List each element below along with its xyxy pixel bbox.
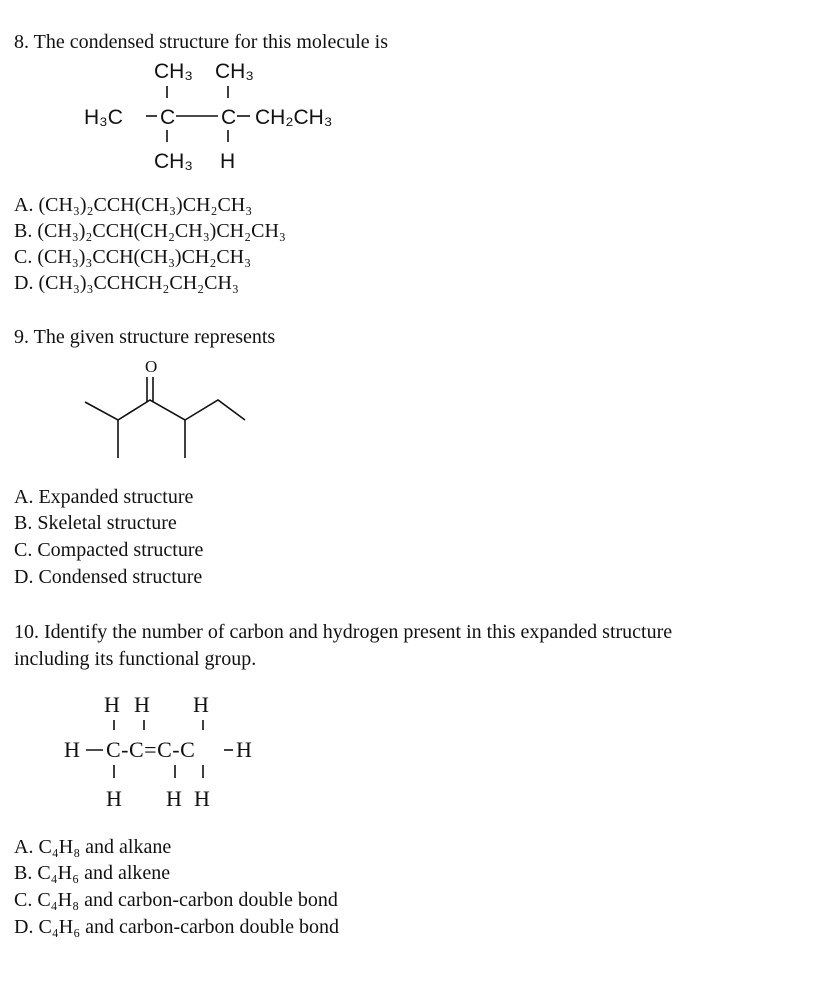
q8-option-a: A. (CH₃)₂CCH(CH₃)CH₂CH₃ (14, 194, 253, 216)
q10-h: H (134, 692, 150, 717)
question-10-prompt-line1: 10. Identify the number of carbon and hy… (14, 621, 673, 643)
q10-option-c: C. C₄H₈ and carbon-carbon double bond (14, 889, 338, 911)
q8-top-ch3-2: CH₃ (215, 60, 254, 83)
q10-option-d: D. C₄H₆ and carbon-carbon double bond (14, 916, 339, 938)
q10-h: H (104, 692, 120, 717)
q10-h-right: H (236, 737, 252, 762)
q8-carbon-2: C (221, 106, 236, 129)
q9-skeletal-formula: O (84, 357, 246, 458)
q8-bottom-ch3: CH₃ (154, 150, 193, 173)
q9-oxygen: O (145, 357, 157, 376)
q10-h: H (194, 786, 210, 811)
q9-option-b: B. Skeletal structure (14, 512, 177, 534)
q8-option-c: C. (CH₃)₃CCH(CH₃)CH₂CH₃ (14, 246, 252, 268)
q10-carbon-chain: C-C=C-C (106, 737, 195, 762)
q10-h-left: H (64, 737, 80, 762)
question-10-prompt-line2: including its functional group. (14, 648, 257, 670)
q10-option-a: A. C₄H₈ and alkane (14, 836, 172, 858)
q8-bottom-h: H (220, 150, 235, 173)
q9-option-c: C. Compacted structure (14, 539, 204, 561)
q10-h: H (193, 692, 209, 717)
q10-h: H (106, 786, 122, 811)
q8-option-d: D. (CH₃)₃CCHCH₂CH₂CH₃ (14, 272, 239, 294)
q8-top-ch3-1: CH₃ (154, 60, 193, 83)
q8-option-b: B. (CH₃)₂CCH(CH₂CH₃)CH₂CH₃ (14, 220, 286, 242)
q9-option-a: A. Expanded structure (14, 486, 194, 508)
question-8-prompt: 8. The condensed structure for this mole… (14, 31, 388, 53)
q8-carbon-1: C (160, 106, 175, 129)
q9-option-d: D. Condensed structure (14, 566, 203, 588)
question-9-prompt: 9. The given structure represents (14, 326, 276, 348)
q10-expanded-formula: H H H H C-C=C-C H H H H (64, 692, 252, 811)
q10-h: H (166, 786, 182, 811)
q8-right-ch2ch3: CH₂CH₃ (255, 106, 332, 129)
q10-option-b: B. C₄H₆ and alkene (14, 862, 171, 884)
q8-structural-formula: CH₃ CH₃ H₃C C C CH₂CH₃ CH₃ H (84, 60, 332, 173)
q8-left-h3c: H₃C (84, 106, 123, 129)
